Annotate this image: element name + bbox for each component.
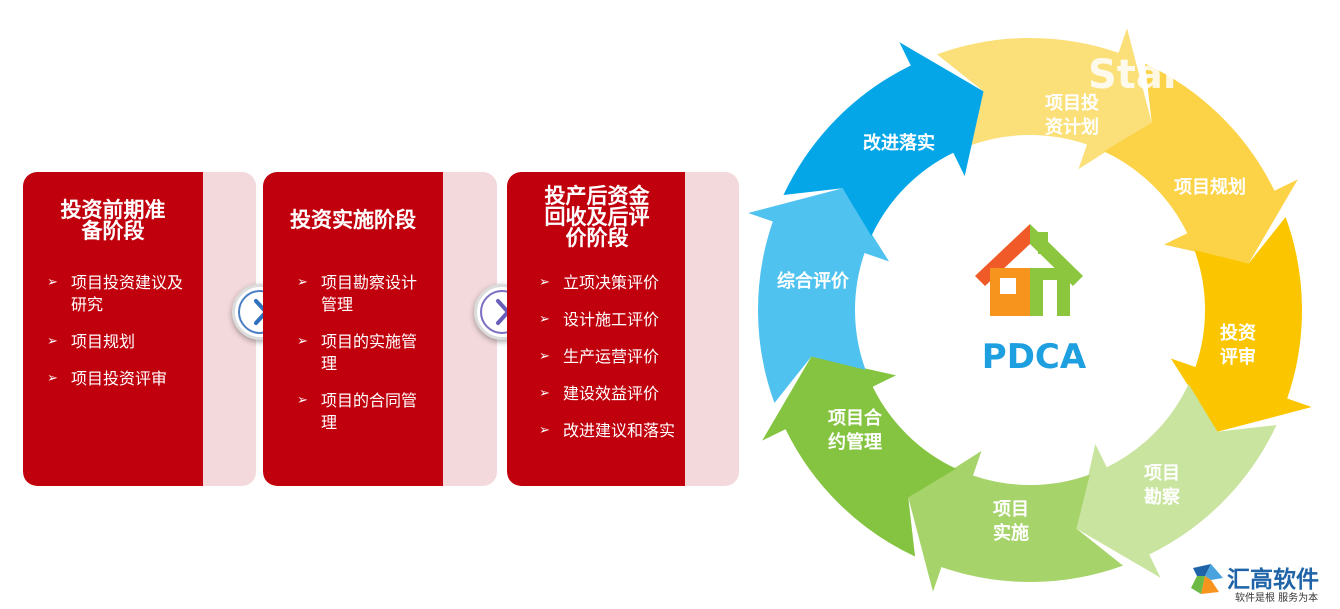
arrow-bullet-icon: ➢	[297, 275, 308, 290]
stage-card-1: 投资前期准 备阶段 ➢项目投资建议及研究 ➢项目规划 ➢项目投资评审	[23, 172, 256, 486]
stage-card-2: 投资实施阶段 ➢项目勘察设计管理 ➢项目的实施管理 ➢项目的合同管理	[263, 172, 497, 486]
cycle-segment-arrow	[1076, 383, 1277, 578]
arrow-bullet-icon: ➢	[297, 393, 308, 408]
cycle-segment-arrow	[908, 450, 1124, 592]
arrow-bullet-icon: ➢	[539, 423, 550, 438]
stage-card-red-panel	[263, 172, 443, 486]
stage-card-red-panel	[23, 172, 203, 486]
list-item: ➢项目投资评审	[47, 369, 168, 388]
cycle-segment-arrow	[1103, 63, 1298, 264]
arrow-bullet-icon: ➢	[47, 334, 58, 349]
cycle-segment-arrow	[762, 356, 957, 557]
arrow-bullet-icon: ➢	[539, 386, 550, 401]
segment-label-investment-plan: 项目投资计划	[1045, 93, 1099, 138]
cycle-segment-arrow	[748, 188, 890, 404]
list-item: ➢建设效益评价	[539, 384, 660, 403]
segment-label-project-implementation: 项目实施	[993, 499, 1029, 544]
list-item: ➢设计施工评价	[539, 310, 660, 329]
segment-label-improvement: 改进落实	[863, 133, 935, 154]
arrow-bullet-icon: ➢	[539, 312, 550, 327]
stage-title: 投资前期准 备阶段	[60, 198, 166, 243]
brand-logo-icon	[1191, 564, 1223, 594]
pdca-center-label: PDCA	[982, 337, 1087, 377]
segment-label-comprehensive-evaluation: 综合评价	[777, 271, 849, 292]
stage-item-list: ➢项目勘察设计管理 ➢项目的实施管理 ➢项目的合同管理	[295, 272, 425, 449]
stage-title: 投资实施阶段	[290, 208, 416, 232]
arrow-bullet-icon: ➢	[539, 275, 550, 290]
list-item: ➢项目规划	[47, 332, 136, 351]
stage-card-3: 投产后资金 回收及后评 价阶段 ➢立项决策评价 ➢设计施工评价 ➢生产运营评价 …	[507, 172, 739, 486]
segment-label-project-survey: 项目勘察	[1144, 463, 1180, 508]
list-item: ➢生产运营评价	[539, 347, 660, 366]
list-item: ➢项目的合同管理	[297, 391, 418, 432]
stage-item-list: ➢项目投资建议及研究 ➢项目规划 ➢项目投资评审	[45, 272, 185, 405]
segment-label-investment-review: 投资评审	[1220, 323, 1256, 368]
list-item: ➢项目的实施管理	[297, 332, 418, 373]
list-item: ➢项目勘察设计管理	[297, 273, 418, 314]
cycle-segment-arrow	[1170, 216, 1312, 432]
arrow-bullet-icon: ➢	[47, 371, 58, 386]
cycle-segment-arrow	[936, 28, 1152, 170]
arrow-bullet-icon: ➢	[47, 275, 58, 290]
stage-title: 投产后资金 回收及后评 价阶段	[544, 184, 650, 250]
arrow-bullet-icon: ➢	[539, 349, 550, 364]
segment-label-project-planning: 项目规划	[1174, 177, 1246, 198]
list-item: ➢项目投资建议及研究	[47, 273, 184, 314]
brand-slogan: 软件是根 服务为本	[1235, 593, 1319, 604]
arrow-bullet-icon: ➢	[297, 334, 308, 349]
stage-card-red-panel	[507, 172, 685, 486]
list-item: ➢立项决策评价	[539, 273, 660, 292]
brand-name: 汇高软件	[1227, 567, 1319, 593]
segment-label-contract-management: 项目合约管理	[828, 408, 882, 453]
house-icon	[975, 224, 1083, 316]
cycle-segment-arrow	[783, 42, 984, 237]
start-label: Start	[1088, 52, 1202, 98]
list-item: ➢改进建议和落实	[539, 421, 676, 440]
stage-item-list: ➢立项决策评价 ➢设计施工评价 ➢生产运营评价 ➢建设效益评价 ➢改进建议和落实	[537, 272, 677, 457]
